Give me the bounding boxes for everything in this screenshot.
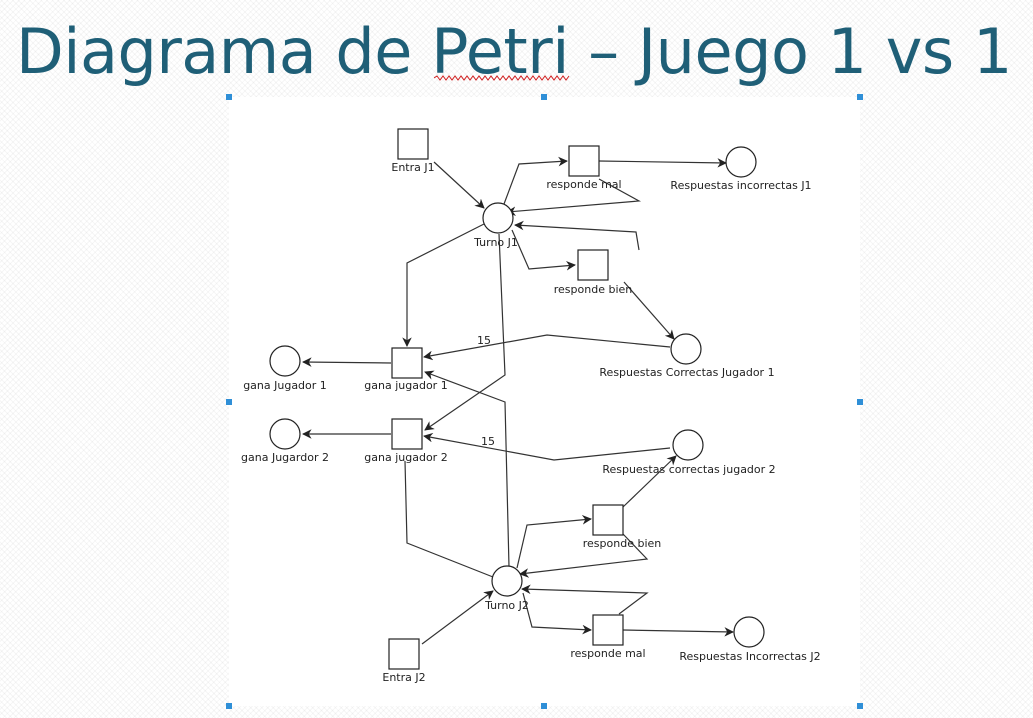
arc-turno-j1-to-responde-bien-1 <box>511 229 576 271</box>
label-entra-j2: Entra J2 <box>382 671 425 684</box>
arc-gana-1-to-gana-jugador-1 <box>302 357 392 367</box>
arc-turno-j1-to-gana-1 <box>402 223 485 347</box>
resize-handle-top-center[interactable] <box>541 94 547 100</box>
label-weight-2: 15 <box>481 435 495 448</box>
resize-handle-bottom-right[interactable] <box>857 703 863 709</box>
label-respuestas-incorrectas-j1: Respuestas incorrectas J1 <box>670 179 811 192</box>
place-gana-jugador-1 <box>269 345 301 377</box>
arc-turno-j1-to-gana-2 <box>424 233 506 431</box>
label-gana-jugador-1-transition: gana jugador 1 <box>364 379 447 392</box>
place-respuestas-correctas-jugador-1 <box>670 333 702 365</box>
transition-responde-mal-2 <box>592 614 624 646</box>
arc-turno-j2-to-gana-1 <box>424 370 510 568</box>
arc-responde-bien-2-to-turno-j2 <box>519 533 649 578</box>
place-gana-jugardor-2 <box>269 418 301 450</box>
label-responde-mal-1: responde mal <box>546 178 621 191</box>
arc-entra-j2-to-turno-j2 <box>421 590 494 645</box>
place-respuestas-correctas-jugador-2 <box>672 429 704 461</box>
arc-correctas-2-to-gana-2 <box>423 432 671 461</box>
arc-responde-bien-1-to-correctas-1 <box>623 281 675 340</box>
transition-entra-j1 <box>397 128 429 160</box>
resize-handle-middle-left[interactable] <box>226 399 232 405</box>
resize-handle-bottom-center[interactable] <box>541 703 547 709</box>
diagram-image[interactable]: Entra J1 responde mal Respuestas incorre… <box>229 97 860 706</box>
place-turno-j2 <box>491 565 523 597</box>
label-entra-j1: Entra J1 <box>391 161 434 174</box>
label-responde-bien-2: responde bien <box>583 537 662 550</box>
arc-responde-bien-1-to-turno-j1 <box>514 220 640 251</box>
label-responde-bien-1: responde bien <box>554 283 633 296</box>
arc-responde-mal-2-to-turno-j2 <box>521 584 649 615</box>
resize-handle-top-left[interactable] <box>226 94 232 100</box>
arc-turno-j2-to-responde-bien-2 <box>516 515 592 569</box>
label-weight-1: 15 <box>477 334 491 347</box>
arc-gana-2-to-turno-j2 <box>404 460 494 578</box>
places <box>269 146 765 648</box>
resize-handle-middle-right[interactable] <box>857 399 863 405</box>
resize-handle-bottom-left[interactable] <box>226 703 232 709</box>
labels: Entra J1 responde mal Respuestas incorre… <box>241 161 821 684</box>
petri-net-diagram: Entra J1 responde mal Respuestas incorre… <box>241 128 821 684</box>
slide-title: Diagrama de Petri – Juego 1 vs 1 <box>16 15 1012 88</box>
place-respuestas-incorrectas-j2 <box>733 616 765 648</box>
transition-responde-bien-1 <box>577 249 609 281</box>
label-turno-j1: Turno J1 <box>473 236 518 249</box>
resize-handle-top-right[interactable] <box>857 94 863 100</box>
arc-correctas-1-to-gana-1 <box>423 334 671 361</box>
label-respuestas-correctas-jugador-1: Respuestas Correctas Jugador 1 <box>599 366 774 379</box>
arc-entra-j1-to-turno-j1 <box>433 161 485 209</box>
label-respuestas-correctas-jugador-2: Respuestas correctas jugador 2 <box>602 463 775 476</box>
transition-gana-jugador-1 <box>391 347 423 379</box>
transition-responde-mal-1 <box>568 145 600 177</box>
label-gana-jugador-1-place: gana Jugador 1 <box>243 379 327 392</box>
spellcheck-underline <box>434 75 570 81</box>
transitions <box>388 128 624 670</box>
arc-responde-bien-2-to-correctas-2 <box>622 455 677 508</box>
transition-entra-j2 <box>388 638 420 670</box>
place-respuestas-incorrectas-j1 <box>725 146 757 178</box>
arcs <box>302 156 734 645</box>
arc-turno-j2-to-responde-mal-2 <box>522 592 592 635</box>
arc-responde-mal-2-to-incorrectas-j2 <box>622 627 734 637</box>
transition-responde-bien-2 <box>592 504 624 536</box>
arc-turno-j1-to-responde-mal-1 <box>503 156 568 205</box>
label-gana-jugardor-2: gana Jugardor 2 <box>241 451 329 464</box>
label-respuestas-incorrectas-j2: Respuestas Incorrectas J2 <box>679 650 820 663</box>
place-turno-j1 <box>482 202 514 234</box>
transition-gana-jugador-2 <box>391 418 423 450</box>
arc-responde-mal-1-to-turno-j1 <box>506 178 642 217</box>
arc-responde-mal-1-to-incorrectas-j1 <box>598 158 727 168</box>
label-gana-jugador-2-transition: gana jugador 2 <box>364 451 447 464</box>
label-turno-j2: Turno J2 <box>484 599 529 612</box>
label-responde-mal-2: responde mal <box>570 647 645 660</box>
